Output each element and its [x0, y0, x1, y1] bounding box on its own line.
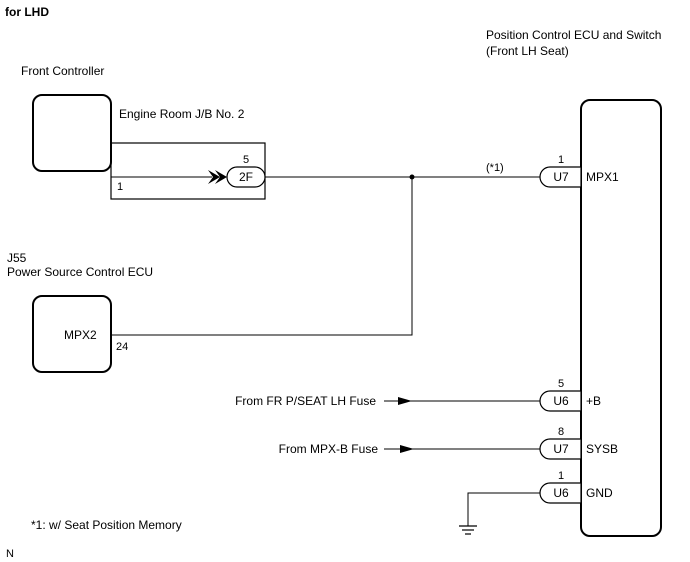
power-source-ecu-pin: 24 — [116, 341, 128, 353]
gnd-pin: 1 — [558, 470, 564, 482]
jb-2f-connector — [226, 166, 266, 188]
gnd-terminal: GND — [586, 486, 613, 500]
front-controller-title: Front Controller — [21, 64, 104, 78]
plus-b-pin: 5 — [558, 378, 564, 390]
ground-symbol-icon — [459, 525, 477, 535]
jb-2f-code: 2F — [239, 170, 253, 184]
sysb-source: From MPX-B Fuse — [279, 442, 379, 456]
footnote: *1: w/ Seat Position Memory — [31, 518, 182, 532]
jb-2f-pin: 5 — [243, 154, 249, 166]
wire-splice-point — [409, 174, 415, 180]
gnd-code: U6 — [553, 486, 569, 500]
mpx1-pin: 1 — [558, 154, 564, 166]
diagram-title: for LHD — [5, 5, 49, 19]
engine-room-jb-box — [110, 142, 266, 200]
position-ecu-title-line2: (Front LH Seat) — [486, 44, 569, 58]
sysb-arrow-icon — [400, 445, 414, 453]
power-source-ecu-title: Power Source Control ECU — [7, 265, 153, 279]
power-source-ecu-terminal: MPX2 — [64, 328, 97, 342]
wire-mpx2-branch — [111, 177, 413, 336]
engine-room-jb-title: Engine Room J/B No. 2 — [119, 107, 245, 121]
mpx1-code: U7 — [553, 170, 569, 184]
corner-mark: N — [6, 548, 14, 560]
position-ecu-box — [580, 99, 662, 537]
sysb-terminal: SYSB — [586, 442, 618, 456]
front-controller-box — [32, 94, 112, 172]
plus-b-code: U6 — [553, 394, 569, 408]
power-source-ecu-box — [32, 295, 112, 373]
sysb-connector — [539, 438, 582, 460]
jb-2f-arrow-icon — [208, 170, 227, 184]
gnd-connector — [539, 482, 582, 504]
plus-b-connector — [539, 390, 582, 412]
wire-gnd — [467, 492, 540, 526]
mpx1-note: (*1) — [486, 162, 504, 174]
position-ecu-title-line1: Position Control ECU and Switch — [486, 28, 661, 42]
mpx1-connector — [539, 166, 582, 188]
plus-b-arrow-icon — [398, 397, 412, 405]
power-source-ecu-code: J55 — [7, 251, 27, 265]
sysb-code: U7 — [553, 442, 569, 456]
mpx1-terminal: MPX1 — [586, 170, 619, 184]
plus-b-source: From FR P/SEAT LH Fuse — [235, 394, 376, 408]
engine-room-jb-inner-pin: 1 — [117, 181, 123, 193]
sysb-pin: 8 — [558, 426, 564, 438]
plus-b-terminal: +B — [586, 394, 601, 408]
